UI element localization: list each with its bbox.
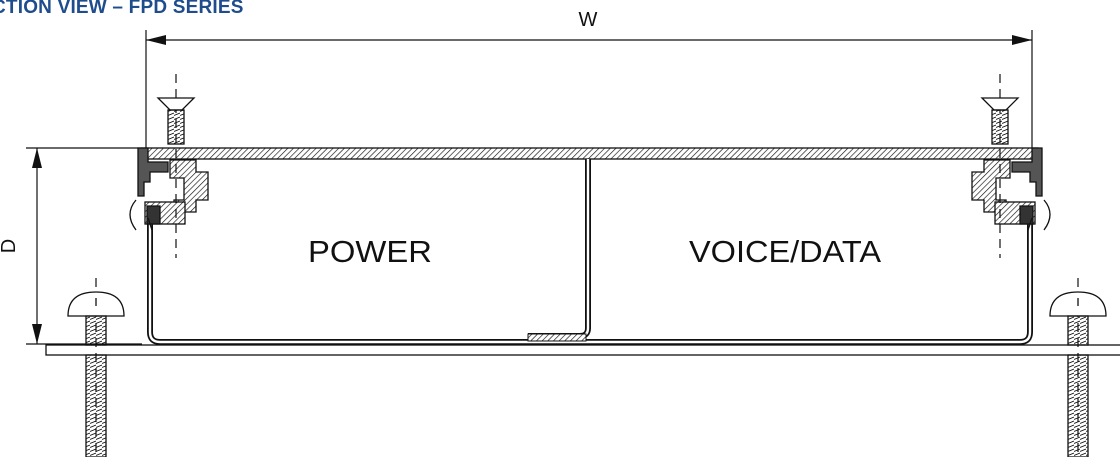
left-cover-screw <box>156 74 196 258</box>
raceway-base <box>147 222 1033 345</box>
mounting-surface <box>45 344 1120 356</box>
width-dimension <box>145 30 1033 148</box>
width-label: W <box>579 9 598 31</box>
depth-dimension <box>26 147 142 345</box>
center-divider <box>527 159 591 342</box>
voice-data-compartment-label: VOICE/DATA <box>689 234 881 269</box>
right-cover-screw <box>980 74 1020 258</box>
right-cover-clip <box>971 147 1051 231</box>
right-mounting-screw <box>1049 278 1107 457</box>
depth-label: D <box>0 239 20 253</box>
power-compartment-label: POWER <box>308 234 432 269</box>
left-mounting-screw <box>67 278 125 457</box>
diagram-title: CTION VIEW – FPD SERIES <box>0 0 244 18</box>
left-cover-clip <box>129 147 209 231</box>
raceway-cover <box>141 147 1039 160</box>
